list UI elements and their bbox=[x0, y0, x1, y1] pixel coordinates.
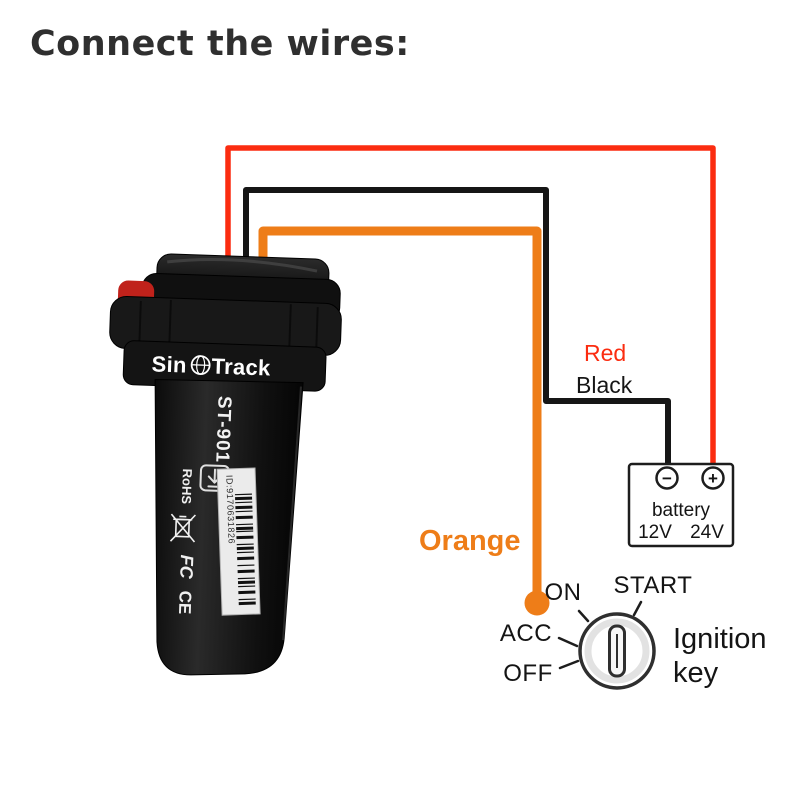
ignition-dial-inner-shade bbox=[584, 618, 650, 684]
cap-ridges bbox=[138, 299, 319, 353]
body-edge-highlight bbox=[282, 386, 302, 641]
weee-bin-icon bbox=[169, 513, 196, 543]
black-wire bbox=[243, 187, 671, 466]
position-ticks bbox=[557, 600, 643, 670]
battery-voltage-12v: 12V bbox=[638, 522, 672, 543]
orange-wire bbox=[258, 226, 542, 603]
globe-icon bbox=[190, 355, 211, 375]
barcode-thin-bars bbox=[234, 493, 256, 601]
position-on: ON bbox=[545, 579, 582, 606]
black-wire-label: Black bbox=[576, 372, 633, 398]
minus-sign: − bbox=[662, 469, 672, 488]
orange-wire-label: Orange bbox=[419, 525, 521, 557]
ignition-switch: ON START ACC OFF Ignition key bbox=[500, 572, 767, 690]
position-start: START bbox=[614, 572, 693, 599]
brand-text-track: Track bbox=[211, 353, 271, 380]
gps-tracker-device: Sin Track ST-901 RoHS FC CE bbox=[109, 253, 342, 676]
barcode-label: ID:9170631826 bbox=[216, 467, 261, 616]
battery-minus-terminal bbox=[655, 466, 679, 490]
position-off: OFF bbox=[503, 660, 553, 687]
red-wire-label: Red bbox=[584, 340, 626, 366]
battery-label: battery bbox=[652, 500, 711, 521]
fcc-mark: FC bbox=[176, 554, 197, 580]
brand-text-sin: Sin bbox=[151, 351, 187, 377]
model-label: ST-901 bbox=[211, 396, 234, 464]
barcode-thick-bars bbox=[235, 496, 256, 606]
ignition-caption-line2: key bbox=[673, 657, 719, 689]
position-acc: ACC bbox=[500, 620, 552, 647]
battery-voltage-24v: 24V bbox=[690, 522, 724, 543]
serial-number: ID:9170631826 bbox=[224, 475, 236, 545]
page-title: Connect the wires: bbox=[30, 24, 410, 64]
battery-plus-terminal bbox=[701, 466, 725, 490]
battery: − + battery 12V 24V bbox=[627, 462, 735, 548]
ce-mark: CE bbox=[175, 590, 195, 614]
orange-wire-end-dot bbox=[524, 590, 550, 616]
ignition-caption-line1: Ignition bbox=[673, 623, 767, 655]
cap-highlight bbox=[167, 258, 318, 273]
plus-sign: + bbox=[708, 469, 718, 488]
red-wire bbox=[225, 145, 716, 468]
rohs-mark: RoHS bbox=[179, 468, 195, 504]
